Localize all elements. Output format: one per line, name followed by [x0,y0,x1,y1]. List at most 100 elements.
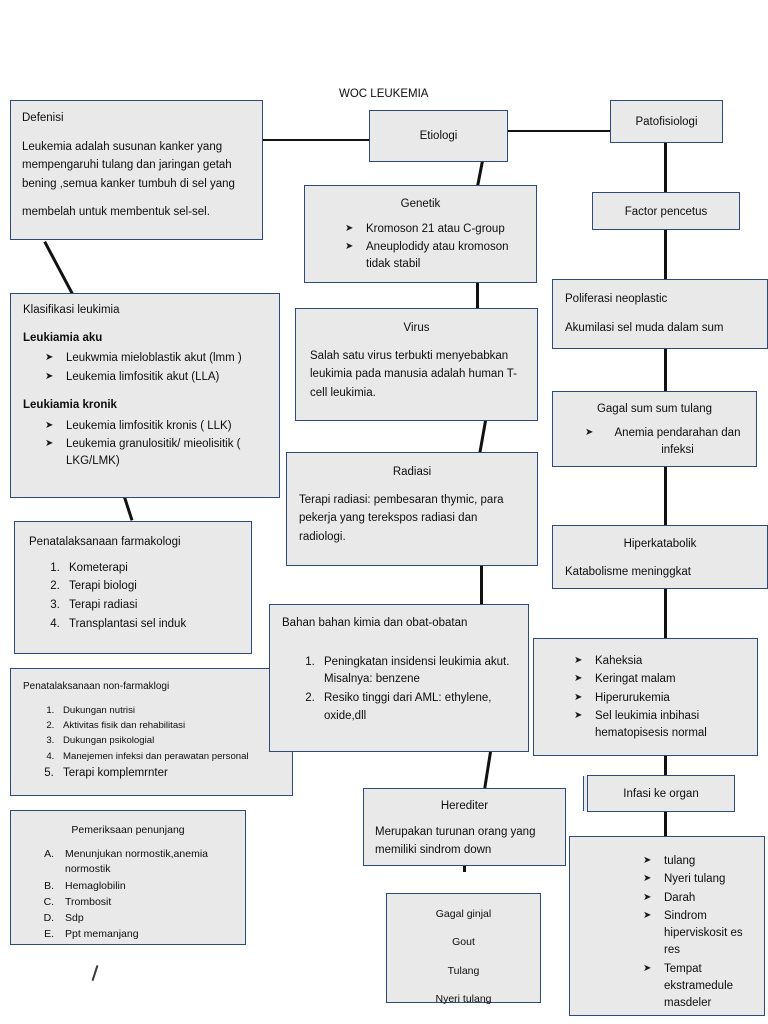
list-item: Sindrom hiperviskosit es res [643,908,756,960]
connector-gagalsumsum-hiperkatabolik [664,466,667,525]
list-item: Leukemia limfositik akut (LLA) [45,369,267,386]
klasifikasi-list-akut: Leukwmia mieloblastik akut (lmm ) Leukem… [23,350,267,386]
connector-virus-radiasi [478,420,487,453]
klasifikasi-subheading-akut: Leukiamia aku [23,331,103,344]
etiologi-heading: Etiologi [419,130,458,142]
list-item: Leukemia granulositik/ mieolisitik ( LKG… [45,436,267,471]
node-etiologi[interactable]: Etiologi [369,110,508,162]
node-definisi[interactable]: Defenisi Leukemia adalah susunan kanker … [10,100,263,240]
hiperkatabolik-body: Katabolisme meninggkat [565,565,691,578]
radiasi-heading: Radiasi [392,466,432,478]
node-herediter[interactable]: Herediter Merupakan turunan orang yang m… [363,788,566,866]
radiasi-body: Terapi radiasi: pembesaran thymic, para … [299,493,504,543]
list-item: Menunjukan normostik,anemia normostik [57,847,235,877]
node-gagal-sumsum[interactable]: Gagal sum sum tulang Anemia pendarahan d… [552,391,757,467]
list-item: Kometerapi [63,560,237,578]
connector-definisi-klasifikasi [43,241,77,299]
list-item: Leukwmia mieloblastik akut (lmm ) [45,350,267,367]
pemeriksaan-list: Menunjukan normostik,anemia normostik He… [21,847,235,942]
node-farmakologi[interactable]: Penatalaksanaan farmakologi Kometerapi T… [14,521,252,654]
node-hiperkatabolik[interactable]: Hiperkatabolik Katabolisme meninggkat [552,525,768,589]
connector-gejala-infasi [664,756,667,777]
connector-factor-poliferasi [664,229,667,280]
klasifikasi-heading: Klasifikasi leukimia [23,304,120,316]
farmakologi-list: Kometerapi Terapi biologi Terapi radiasi… [29,560,237,634]
node-non-farmakologi[interactable]: Penatalaksanaan non-farmaklogi Dukungan … [10,668,293,796]
node-pemeriksaan-penunjang[interactable]: Pemeriksaan penunjang Menunjukan normost… [10,810,246,945]
connector-bahankimia-herediter [483,751,492,790]
list-item: Resiko tinggi dari AML: ethylene, oxide,… [318,690,516,726]
connector-etiologi-patofisiologi [507,130,612,132]
list-item: Leukemia limfositik kronis ( LLK) [45,418,267,435]
factor-pencetus-heading: Factor pencetus [624,206,708,218]
gejala-list: Kaheksia Keringat malam Hiperurukemia Se… [544,653,747,742]
genetik-list: Kromoson 21 atau C-group Aneuplodidy ata… [317,221,524,274]
connector-patofisiologi-factor [664,143,667,193]
patofisiologi-heading: Patofisiologi [635,116,698,128]
list-item: Ppt memanjang [57,927,235,942]
list-item: Aktivitas fisik dan rehabilitasi [57,718,280,733]
list-item: tulang [643,853,756,870]
node-radiasi[interactable]: Radiasi Terapi radiasi: pembesaran thymi… [286,452,538,566]
list-item: Keringat malam [574,671,747,688]
virus-heading: Virus [403,322,430,334]
definisi-heading: Defenisi [22,112,64,124]
node-poliferasi[interactable]: Poliferasi neoplastic Akumilasi sel muda… [552,279,768,349]
stray-mark [91,965,98,981]
hiperkatabolik-heading: Hiperkatabolik [623,538,697,550]
gagal-sumsum-heading: Gagal sum sum tulang [596,403,713,415]
list-item: Manejemen infeksi dan perawatan personal [57,749,280,764]
connector-klasifikasi-farmakologi [123,497,134,521]
list-item: Kromoson 21 atau C-group [345,221,524,238]
farmakologi-heading: Penatalaksanaan farmakologi [29,536,181,548]
klasifikasi-subheading-kronik: Leukiamia kronik [23,398,117,411]
node-klasifikasi[interactable]: Klasifikasi leukimia Leukiamia aku Leukw… [10,293,280,498]
list-item: Trombosit [57,895,235,910]
list-item: Sdp [57,911,235,926]
poliferasi-line-2: Akumilasi sel muda dalam sum [565,321,724,334]
connector-herediter-gagalginjal [463,866,466,872]
list-item: Transplantasi sel induk [63,616,237,634]
gagal-ginjal-line-4: Nyeri tulang [435,992,492,1005]
list-item: Sel leukimia inbihasi hematopisesis norm… [574,708,747,743]
connector-hiperkatabolik-gejala [664,588,667,638]
node-patofisiologi[interactable]: Patofisiologi [610,100,723,143]
node-factor-pencetus[interactable]: Factor pencetus [592,192,740,230]
list-item: Peningkatan insidensi leukimia akut. Mis… [318,654,516,690]
connector-genetik-virus [476,283,479,308]
connector-radiasi-bahankimia [480,566,483,604]
connector-definisi-etiologi [262,139,370,141]
gagal-ginjal-line-2: Gout [452,936,475,949]
list-item: Darah [643,890,756,907]
connector-infasi-organlist [664,811,667,837]
definisi-body: Leukemia adalah susunan kanker yang memp… [22,140,235,190]
list-item: Anemia pendarahan dan infeksi [585,425,746,460]
list-item: Tempat ekstramedule masdeler [643,961,756,1013]
node-organ-list[interactable]: tulang Nyeri tulang Darah Sindrom hiperv… [569,836,765,1016]
infasi-heading: Infasi ke organ [623,788,699,800]
list-item: Dukungan nutrisi [57,703,280,718]
gagal-ginjal-line-3: Tulang [447,964,480,977]
genetik-heading: Genetik [400,198,441,210]
non-farmakologi-heading: Penatalaksanaan non-farmaklogi [23,681,170,692]
gagal-ginjal-line-1: Gagal ginjal [435,908,492,920]
herediter-heading: Herediter [440,800,489,812]
pemeriksaan-heading: Pemeriksaan penunjang [71,824,185,836]
klasifikasi-list-kronik: Leukemia limfositik kronis ( LLK) Leukem… [23,418,267,471]
gagal-sumsum-list: Anemia pendarahan dan infeksi [563,425,746,460]
poliferasi-line-1: Poliferasi neoplastic [565,293,668,305]
node-infasi-ke-organ[interactable]: Infasi ke organ [587,775,735,812]
virus-body: Salah satu virus terbukti menyebabkan le… [310,349,517,399]
node-bahan-kimia[interactable]: Bahan bahan kimia dan obat-obatan Pening… [269,604,529,752]
node-genetik[interactable]: Genetik Kromoson 21 atau C-group Aneuplo… [304,185,537,283]
node-gagal-ginjal[interactable]: Gagal ginjal Gout Tulang Nyeri tulang [386,893,541,1005]
node-virus[interactable]: Virus Salah satu virus terbukti menyebab… [295,308,538,421]
list-item: Hemaglobilin [57,879,235,894]
connector-poliferasi-gagalsumsum [664,348,667,391]
list-item: Aneuplodidy atau kromoson tidak stabil [345,239,524,274]
list-item: Kaheksia [574,653,747,670]
list-item: Dukungan psikologial [57,733,280,748]
node-gejala[interactable]: Kaheksia Keringat malam Hiperurukemia Se… [533,638,758,756]
organ-list: tulang Nyeri tulang Darah Sindrom hiperv… [578,853,756,1012]
